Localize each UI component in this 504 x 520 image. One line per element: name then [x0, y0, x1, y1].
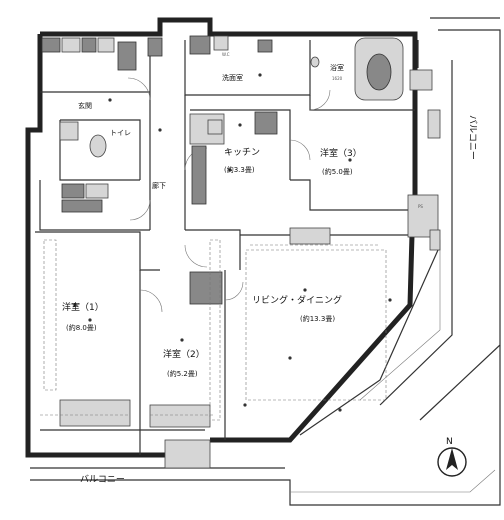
closet-outlines [40, 239, 387, 421]
label-western3-size: (約5.0畳) [322, 167, 353, 176]
label-kitchen: キッチン [224, 147, 260, 158]
light-points [73, 73, 392, 412]
label-washroom: 洗面室 [222, 73, 243, 82]
label-living: リビング・ダイニング [252, 294, 342, 306]
label-bath-size: 1620 [332, 76, 343, 81]
label-bathroom: 浴室 [330, 63, 344, 72]
label-balcony-east: バルコニー [467, 115, 478, 160]
label-western2-size: (約5.2畳) [167, 369, 198, 378]
label-western2: 洋室（2） [163, 348, 205, 360]
label-hall: 廊下 [152, 181, 166, 190]
label-kitchen-size: (約3.3畳) [224, 165, 255, 174]
compass-north-icon: N [437, 437, 467, 477]
compass-label: N [446, 437, 453, 447]
label-entrance: 玄関 [78, 101, 92, 110]
balcony-railings [30, 17, 501, 506]
label-toilet: トイレ [110, 129, 131, 137]
label-living-size: (約13.3畳) [300, 314, 335, 323]
label-wc: W.C [222, 52, 230, 57]
interior-walls [35, 40, 415, 455]
label-balcony-south: バルコニー [80, 474, 125, 485]
label-ps: PS [418, 204, 423, 209]
label-western3: 洋室（3） [320, 147, 362, 159]
door-swings [127, 77, 331, 313]
label-western1-size: (約8.0畳) [66, 323, 97, 332]
fixtures [41, 35, 441, 469]
label-western1: 洋室（1） [62, 301, 104, 313]
